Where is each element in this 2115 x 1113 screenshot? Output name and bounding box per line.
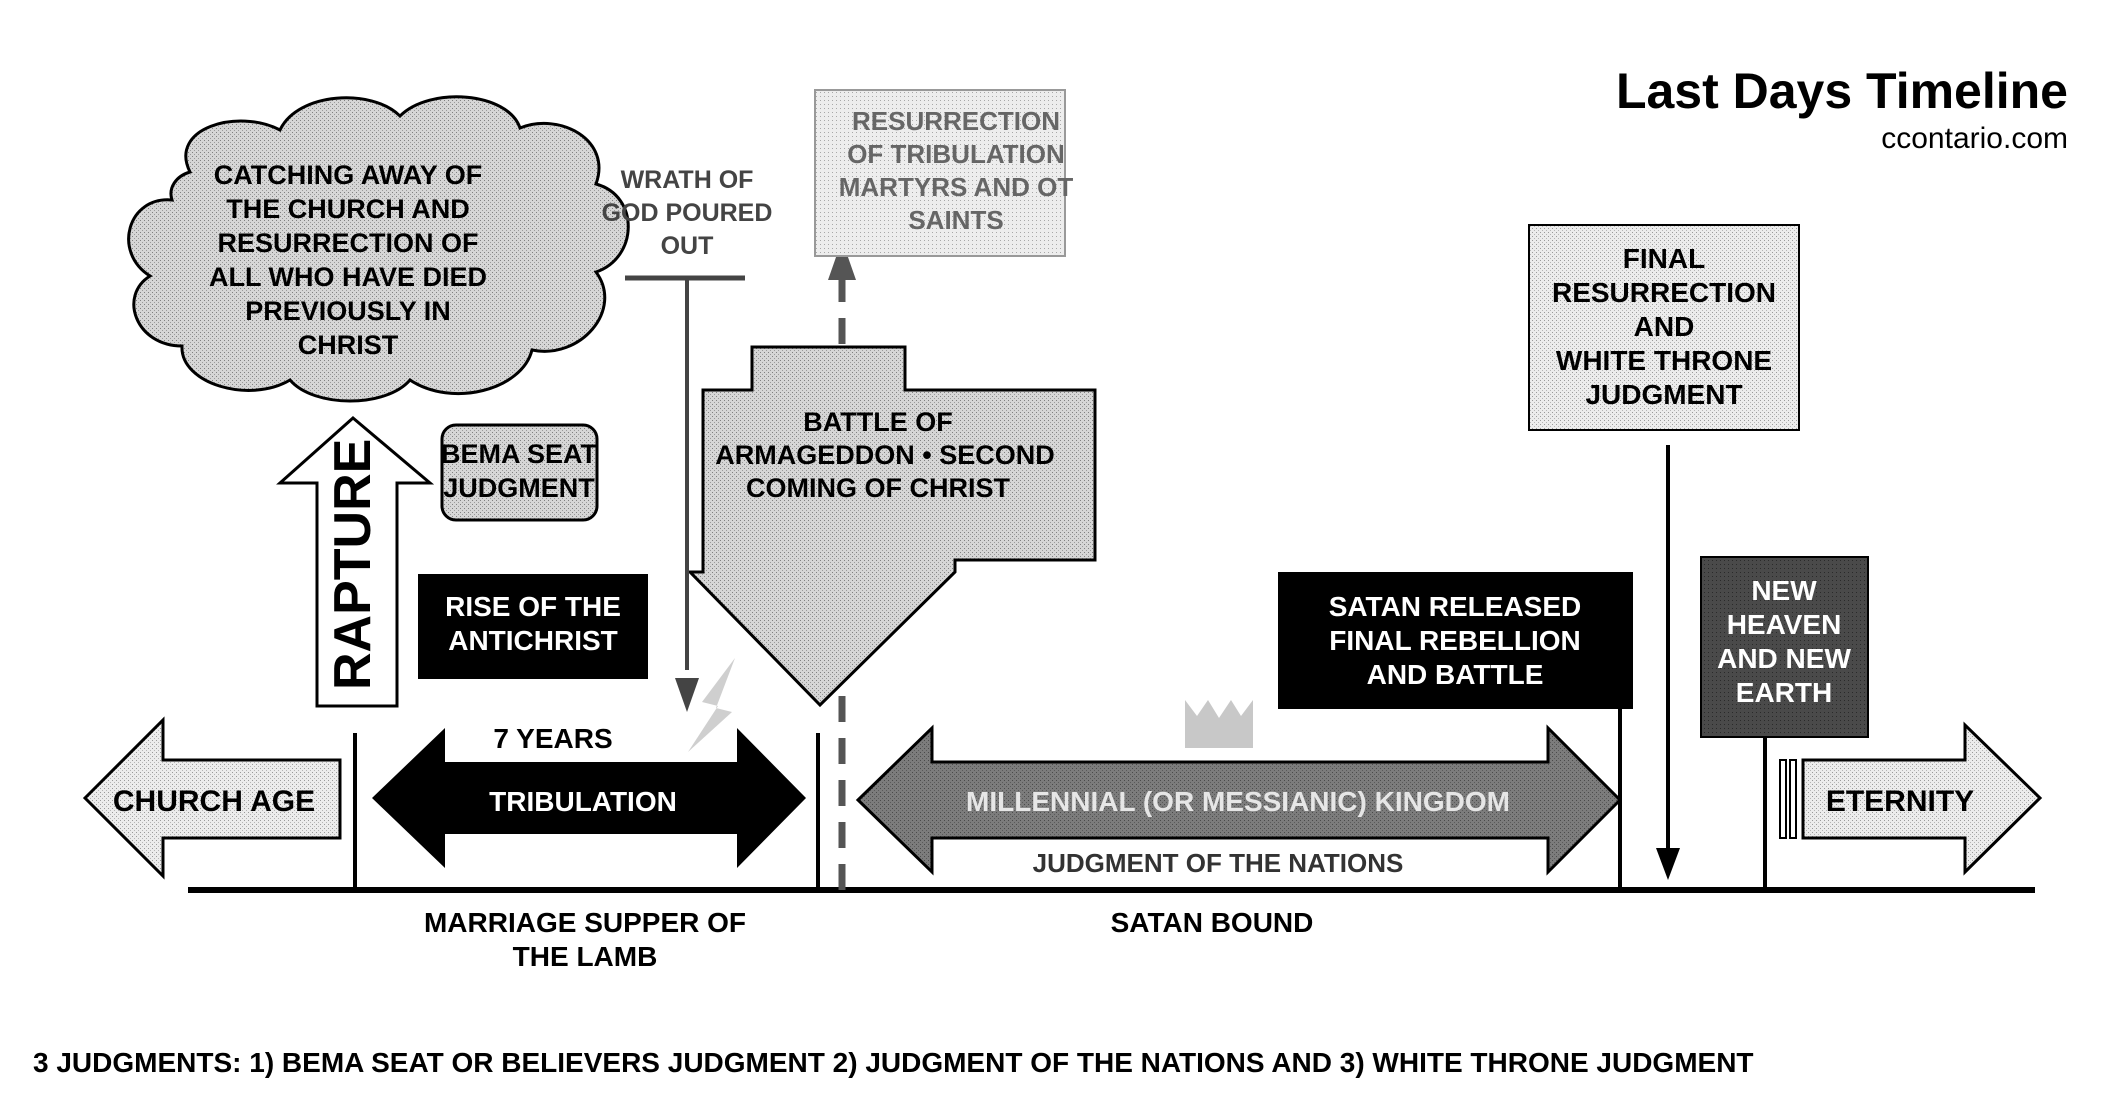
judgments-footnote: 3 JUDGMENTS: 1) BEMA SEAT OR BELIEVERS J… (33, 1047, 1754, 1078)
rapture-label: RAPTURE (324, 439, 382, 690)
armageddon-line-1: BATTLE OF (803, 407, 952, 437)
church-age-arrow (82, 716, 342, 880)
satan-bound-label: SATAN BOUND (1111, 907, 1314, 938)
eternity-label: ETERNITY (1826, 785, 1974, 818)
rapture-cloud-line-5: PREVIOUSLY IN (245, 296, 451, 326)
crown-icon (1185, 700, 1253, 748)
tribulation-label: TRIBULATION (489, 786, 677, 817)
millennial-arrow (855, 724, 1623, 876)
rapture-cloud-line-2: THE CHURCH AND (226, 194, 470, 224)
marriage-supper-line-1: MARRIAGE SUPPER OF (424, 907, 746, 938)
final-resurrection-line-3: AND (1634, 311, 1695, 342)
new-heaven-line-2: HEAVEN (1727, 609, 1842, 640)
resurrection-martyrs-box (814, 89, 1066, 257)
rapture-cloud-line-6: CHRIST (298, 330, 399, 360)
final-resurrection-line-4: WHITE THRONE (1556, 345, 1772, 376)
new-heaven-line-1: NEW (1751, 575, 1817, 606)
antichrist-box (418, 574, 648, 679)
eternity-stripe-1 (1779, 759, 1787, 839)
wrath-arrowhead (675, 678, 699, 712)
satan-released-line-2: FINAL REBELLION (1329, 625, 1580, 656)
armageddon-line-3: COMING OF CHRIST (746, 473, 1010, 503)
final-resurrection-line-1: FINAL (1623, 243, 1705, 274)
rapture-arrow (276, 416, 435, 708)
rapture-cloud-line-3: RESURRECTION OF (217, 228, 478, 258)
page-title: Last Days Timeline (1616, 63, 2068, 119)
final-resurrection-box (1528, 224, 1800, 431)
lightning-icon (688, 658, 735, 752)
bema-seat-box (440, 423, 599, 522)
resurrection-martyrs-line-2: OF TRIBULATION (847, 139, 1065, 169)
wrath-line-2: GOD POURED (602, 199, 773, 227)
resurrection-martyrs-line-4: SAINTS (908, 205, 1003, 235)
final-resurrection-line-5: JUDGMENT (1585, 379, 1742, 410)
rapture-cloud-line-1: CATCHING AWAY OF (214, 160, 483, 190)
bema-line-2: JUDGMENT (443, 473, 595, 503)
armageddon-line-2: ARMAGEDDON • SECOND (715, 440, 1054, 470)
judgment-nations-label: JUDGMENT OF THE NATIONS (1033, 848, 1404, 878)
martyrs-arrowhead (828, 240, 856, 280)
resurrection-martyrs-line-3: MARTYRS AND OT (839, 172, 1074, 202)
marriage-supper-line-2: THE LAMB (513, 941, 658, 972)
wrath-line-1: WRATH OF (621, 166, 754, 194)
rapture-cloud-line-4: ALL WHO HAVE DIED (209, 262, 487, 292)
church-age-label: CHURCH AGE (113, 785, 315, 818)
eternity-arrow (1801, 721, 2043, 876)
new-heaven-box (1700, 556, 1869, 738)
bema-line-1: BEMA SEAT (441, 439, 598, 469)
resurrection-martyrs-line-1: RESURRECTION (852, 106, 1060, 136)
new-heaven-line-4: EARTH (1736, 677, 1832, 708)
eternity-stripe-2 (1789, 759, 1797, 839)
satan-released-box (1278, 572, 1633, 709)
armageddon-arrow (686, 345, 1097, 708)
seven-years-label: 7 YEARS (493, 723, 612, 754)
millennial-label: MILLENNIAL (OR MESSIANIC) KINGDOM (966, 786, 1510, 817)
satan-released-line-3: AND BATTLE (1367, 659, 1544, 690)
final-resurrection-arrowhead (1656, 848, 1680, 880)
final-resurrection-line-2: RESURRECTION (1552, 277, 1776, 308)
rapture-cloud (127, 95, 630, 403)
page-subtitle: ccontario.com (1881, 122, 2068, 155)
tribulation-arrow (372, 728, 806, 868)
wrath-line-3: OUT (661, 232, 714, 260)
antichrist-line-2: ANTICHRIST (448, 625, 618, 656)
antichrist-line-1: RISE OF THE (445, 591, 621, 622)
satan-released-line-1: SATAN RELEASED (1329, 591, 1582, 622)
new-heaven-line-3: AND NEW (1717, 643, 1851, 674)
